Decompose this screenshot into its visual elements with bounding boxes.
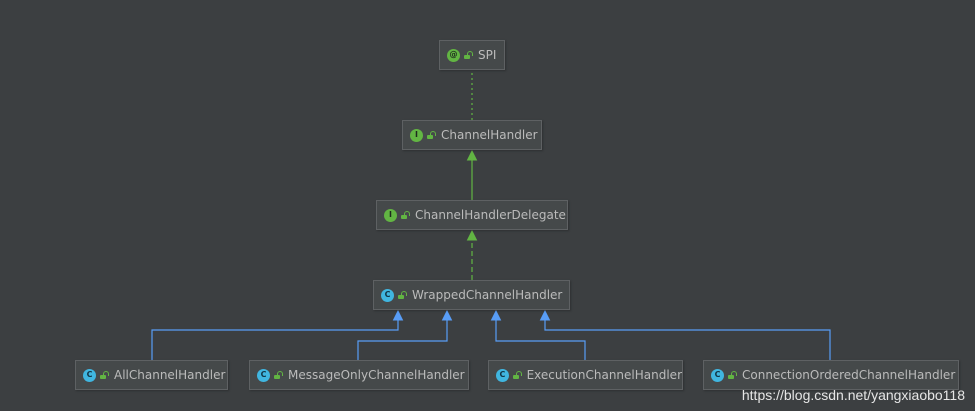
class-icon: C [83, 368, 96, 382]
lock-icon [398, 291, 407, 299]
node-label: SPI [478, 48, 497, 62]
node-wrapped-channel-handler[interactable]: C WrappedChannelHandler [373, 280, 570, 310]
node-label: MessageOnlyChannelHandler [288, 368, 465, 382]
watermark-text: https://blog.csdn.net/yangxiaobo118 [741, 387, 965, 403]
lock-icon [427, 131, 436, 139]
node-label: ConnectionOrderedChannelHandler [742, 368, 956, 382]
node-label: ChannelHandlerDelegate [415, 208, 566, 222]
annotation-icon: @ [447, 48, 460, 62]
node-channel-handler[interactable]: I ChannelHandler [402, 120, 542, 150]
node-message-only-channel-handler[interactable]: C MessageOnlyChannelHandler [249, 360, 469, 390]
node-label: ExecutionChannelHandler [526, 368, 682, 382]
edge-all-extends-wrapped [151, 309, 404, 360]
edge-execution-extends-wrapped [490, 309, 586, 360]
node-label: WrappedChannelHandler [412, 288, 563, 302]
lock-icon [728, 371, 737, 379]
interface-icon: I [384, 208, 397, 222]
lock-icon [100, 371, 109, 379]
edge-connection-ordered-extends-wrapped [539, 309, 831, 360]
node-label: ChannelHandler [441, 128, 538, 142]
interface-icon: I [410, 128, 423, 142]
node-spi[interactable]: @ SPI [439, 40, 505, 70]
lock-icon [401, 211, 410, 219]
lock-icon [274, 371, 283, 379]
edge-message-only-extends-wrapped [357, 309, 453, 360]
class-icon: C [711, 368, 724, 382]
node-label: AllChannelHandler [114, 368, 226, 382]
class-icon: C [496, 368, 509, 382]
class-icon: C [257, 368, 270, 382]
lock-icon [512, 371, 522, 379]
node-connection-ordered-channel-handler[interactable]: C ConnectionOrderedChannelHandler [703, 360, 959, 390]
node-channel-handler-delegate[interactable]: I ChannelHandlerDelegate [376, 200, 568, 230]
node-all-channel-handler[interactable]: C AllChannelHandler [75, 360, 228, 390]
lock-icon [464, 51, 473, 59]
class-icon: C [381, 288, 394, 302]
node-execution-channel-handler[interactable]: C ExecutionChannelHandler [488, 360, 683, 390]
